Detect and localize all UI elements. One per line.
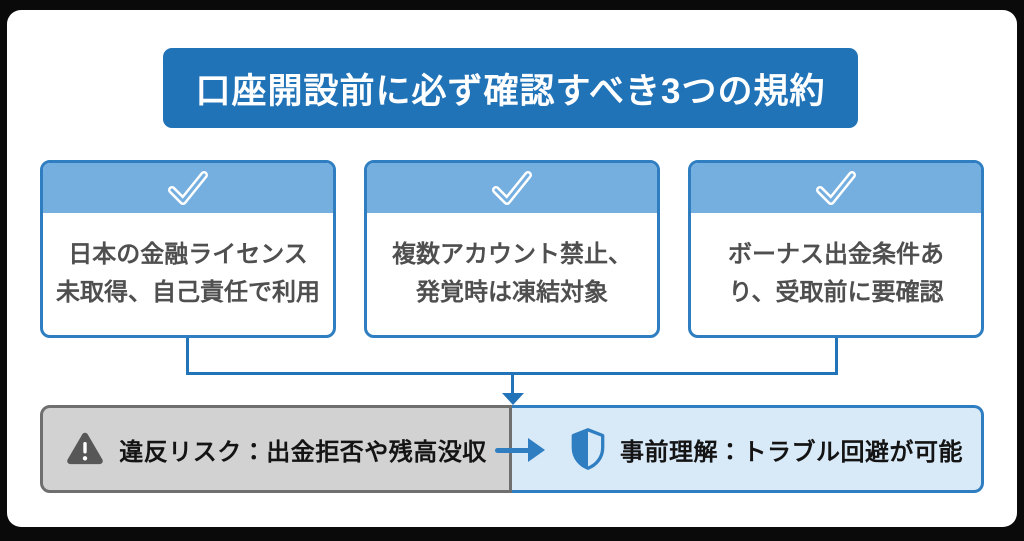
warning-triangle-icon <box>65 431 105 467</box>
card-body-text: ボーナス出金条件あ り、受取前に要確認 <box>728 241 944 306</box>
card-body-text: 日本の金融ライセンス 未取得、自己責任で利用 <box>56 241 320 306</box>
infographic-surface: 口座開設前に必ず確認すべき3つの規約 日本の金融ライセンス 未取得、自己責任で利… <box>7 10 1017 527</box>
arrow-down-icon <box>502 393 524 405</box>
card-header-band <box>43 163 333 213</box>
check-icon <box>491 171 533 205</box>
card-license: 日本の金融ライセンス 未取得、自己責任で利用 <box>40 160 336 338</box>
risk-text: 違反リスク：出金拒否や残高没収 <box>119 438 487 466</box>
arrow-right-shaft <box>495 447 532 453</box>
connector-vertical-line <box>511 372 514 396</box>
shield-half-icon <box>570 428 606 470</box>
card-body-text: 複数アカウント禁止、 発覚時は凍結対象 <box>392 241 632 306</box>
card-multi-account: 複数アカウント禁止、 発覚時は凍結対象 <box>364 160 660 338</box>
page-title: 口座開設前に必ず確認すべき3つの規約 <box>195 71 826 111</box>
risk-box: 違反リスク：出金拒否や残高没収 <box>40 405 512 493</box>
benefit-text: 事前理解：トラブル回避が可能 <box>620 438 963 466</box>
title-banner: 口座開設前に必ず確認すべき3つの規約 <box>163 48 858 128</box>
check-icon <box>815 171 857 205</box>
card-header-band <box>367 163 657 213</box>
card-header-band <box>691 163 981 213</box>
connector-stub-right <box>835 338 838 375</box>
card-bonus: ボーナス出金条件あ り、受取前に要確認 <box>688 160 984 338</box>
check-icon <box>167 171 209 205</box>
benefit-box: 事前理解：トラブル回避が可能 <box>512 405 984 493</box>
arrow-right-head <box>528 438 545 462</box>
connector-stub-left <box>186 338 189 375</box>
arrow-right-icon <box>495 438 547 462</box>
